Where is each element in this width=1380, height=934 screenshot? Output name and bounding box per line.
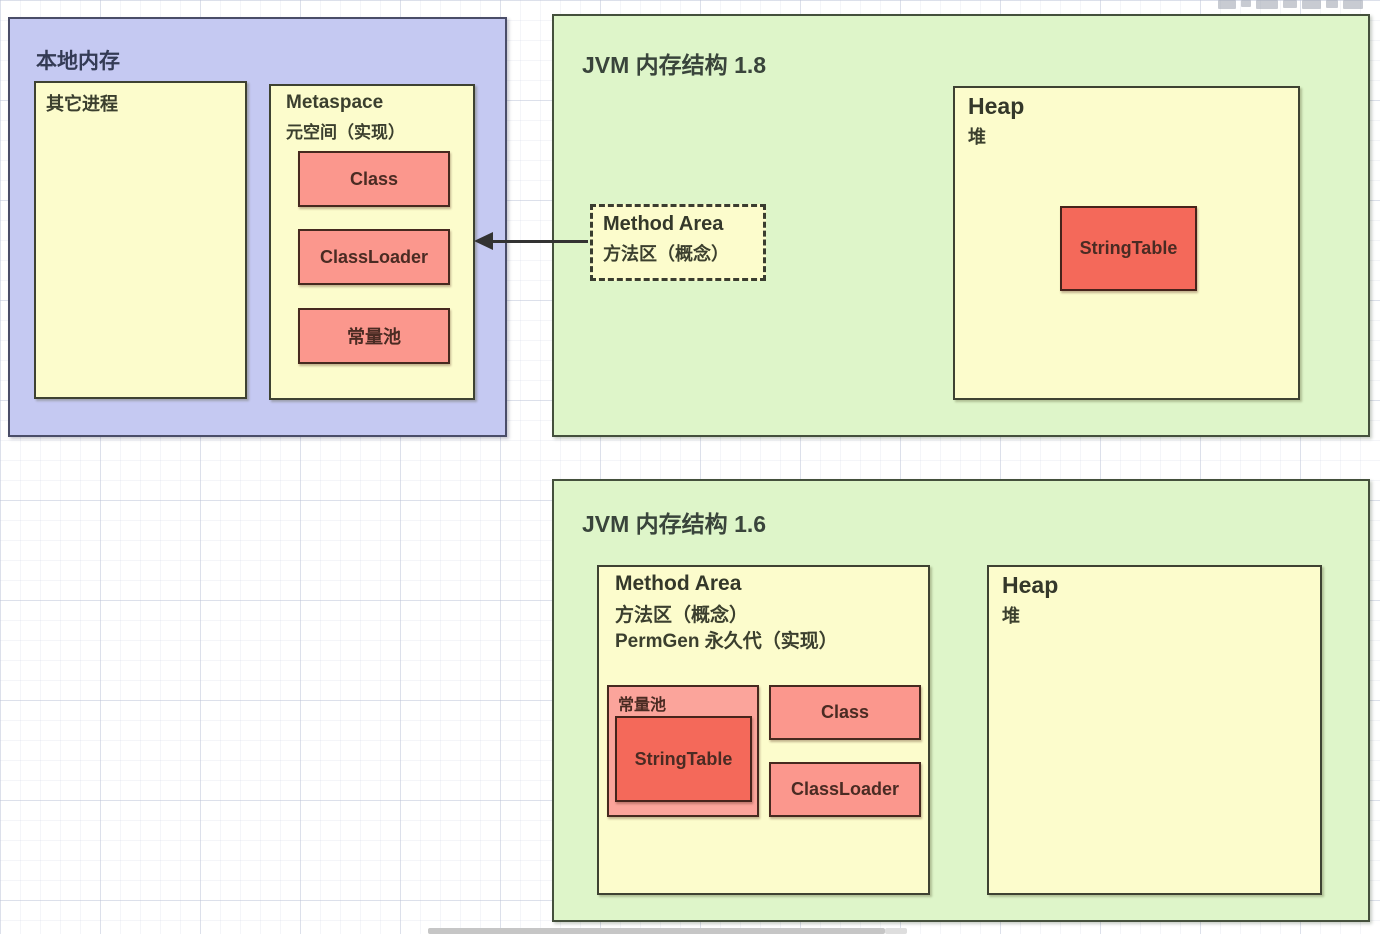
jvm16-class-box: Class [769,685,921,740]
jvm18-title: JVM 内存结构 1.8 [582,52,767,78]
jvm18-method-area-line1: Method Area [603,213,724,235]
metaspace-classloader-label: ClassLoader [319,246,429,267]
local-memory-title: 本地内存 [36,50,120,73]
jvm16-heap-box: Heap 堆 [987,565,1322,895]
metaspace-constpool-box: 常量池 [298,308,450,364]
metaspace-constpool-label: 常量池 [347,327,401,347]
metaspace-class-box: Class [298,151,450,207]
jvm16-stringtable-box: StringTable [615,716,752,802]
jvm16-method-area-line1: Method Area [615,572,742,595]
metaspace-box: Metaspace 元空间（实现） Class ClassLoader 常量池 [269,84,475,400]
horizontal-scrollbar-end [885,928,907,934]
jvm16-heap-subtitle: 堆 [1002,606,1020,626]
local-memory-container: 本地内存 其它进程 Metaspace 元空间（实现） Class ClassL… [8,17,507,437]
metaspace-subtitle: 元空间（实现） [286,123,405,142]
method-area-to-metaspace-arrow-line [490,240,588,243]
jvm18-method-area-line2: 方法区（概念） [603,244,729,264]
jvm16-stringtable-label: StringTable [634,748,733,769]
other-process-label: 其它进程 [46,94,118,114]
metaspace-title: Metaspace [286,92,384,113]
jvm18-heap-subtitle: 堆 [968,127,986,147]
jvm16-classloader-box: ClassLoader [769,762,921,817]
jvm16-method-area-line3: PermGen 永久代（实现） [615,631,838,652]
jvm16-method-area-box: Method Area 方法区（概念） PermGen 永久代（实现） 常量池 … [597,565,930,895]
metaspace-class-label: Class [349,168,399,189]
jvm18-stringtable-label: StringTable [1079,238,1178,258]
jvm16-classloader-label: ClassLoader [790,779,900,799]
cropped-toolbar-artifact [1218,0,1378,12]
jvm18-heap-box: Heap 堆 StringTable [953,86,1300,400]
jvm16-heap-title: Heap [1002,572,1059,598]
jvm16-container: JVM 内存结构 1.6 Method Area 方法区（概念） PermGen… [552,479,1370,922]
jvm16-method-area-line2: 方法区（概念） [615,605,749,626]
method-area-to-metaspace-arrow-head [474,232,493,250]
horizontal-scrollbar[interactable] [428,928,907,934]
jvm16-title: JVM 内存结构 1.6 [582,511,767,537]
metaspace-classloader-box: ClassLoader [298,229,450,285]
jvm16-constpool-box: 常量池 StringTable [607,685,759,817]
other-process-box: 其它进程 [34,81,247,399]
jvm18-method-area-box: Method Area 方法区（概念） [590,204,766,281]
jvm16-class-label: Class [820,702,870,722]
jvm18-heap-title: Heap [968,93,1025,119]
jvm18-stringtable-box: StringTable [1060,206,1197,291]
jvm16-constpool-label: 常量池 [618,697,667,714]
jvm18-container: JVM 内存结构 1.8 Method Area 方法区（概念） Heap 堆 … [552,14,1370,437]
